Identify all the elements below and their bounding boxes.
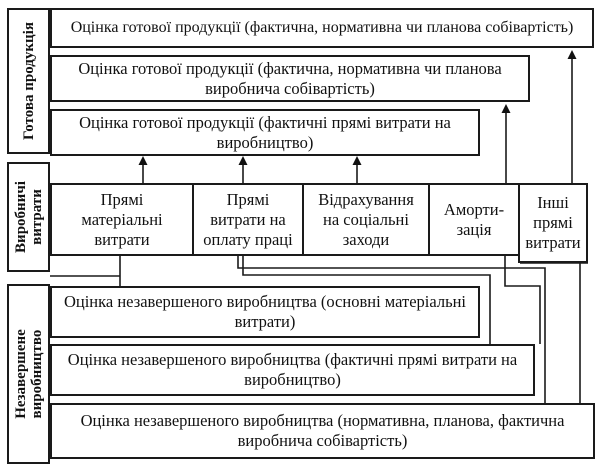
cost-box-other-direct: Інші прямі витрати bbox=[518, 183, 588, 263]
finished-goods-box-2: Оцінка готової продукції (фактична, норм… bbox=[50, 55, 530, 102]
wip-box-1: Оцінка незавершеного виробництва (основн… bbox=[50, 286, 480, 338]
production-costs-label: Виробничі витрати bbox=[13, 181, 45, 253]
cost-box-social-contributions: Відрахування на соціальні заходи bbox=[302, 183, 430, 256]
finished-goods-box-3: Оцінка готової продукції (фактичні прямі… bbox=[50, 109, 480, 156]
finished-goods-box-1: Оцінка готової продукції (фактична, норм… bbox=[50, 8, 594, 48]
finished-goods-label: Готова продукція bbox=[21, 22, 37, 140]
finished-goods-panel bbox=[7, 8, 50, 154]
work-in-progress-label: Незавершене виробництво bbox=[13, 329, 45, 419]
wip-box-3: Оцінка незавершеного виробництва (нормат… bbox=[50, 403, 595, 459]
wip-box-2: Оцінка незавершеного виробництва (фактич… bbox=[50, 344, 535, 396]
production-costs-panel bbox=[7, 162, 50, 272]
cost-box-depreciation: Аморти-зація bbox=[428, 183, 520, 256]
cost-box-direct-labor: Прямі витрати на оплату праці bbox=[192, 183, 304, 256]
cost-box-direct-materials: Прямі матеріальні витрати bbox=[50, 183, 194, 256]
work-in-progress-panel bbox=[7, 284, 50, 464]
